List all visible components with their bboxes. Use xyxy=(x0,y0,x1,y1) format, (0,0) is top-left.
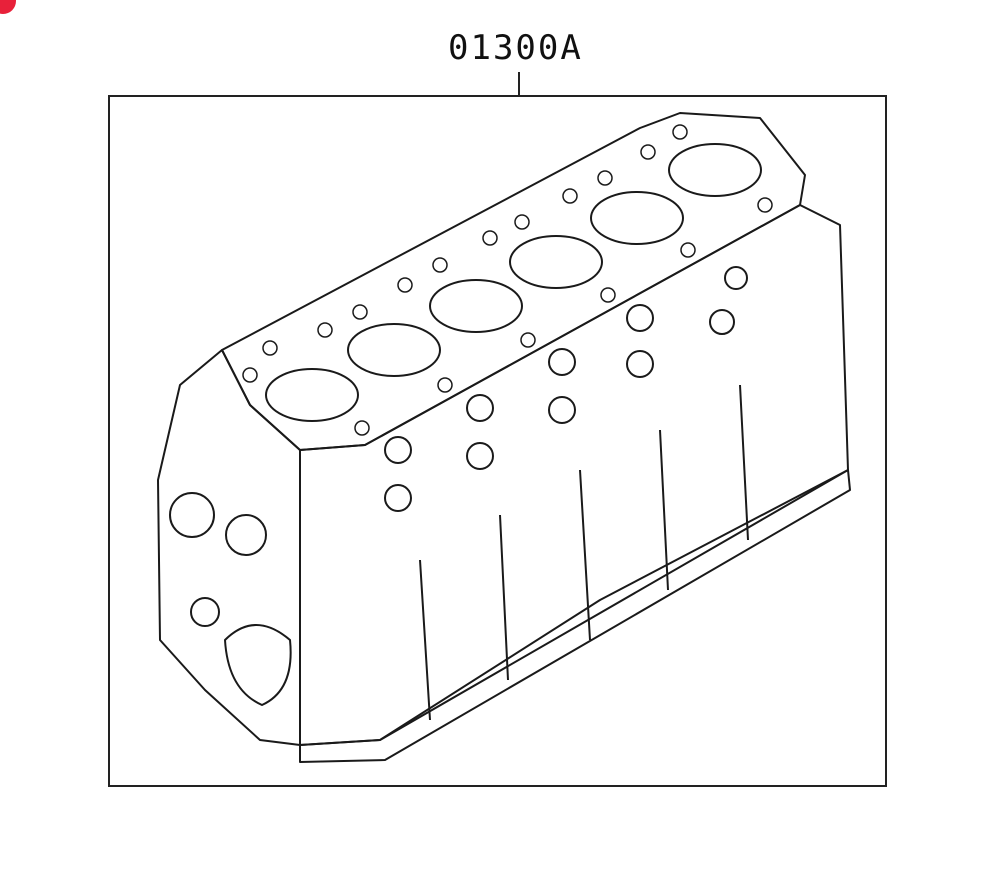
front-boss xyxy=(190,597,220,627)
oil-pan-rail xyxy=(299,469,851,763)
deck-surface xyxy=(221,112,806,451)
cylinder-bores xyxy=(265,143,762,422)
front-seal-bore xyxy=(169,492,215,538)
head-bolt-holes xyxy=(242,124,773,436)
block-front-face xyxy=(157,349,301,746)
part-number-label: 01300A xyxy=(448,28,583,68)
side-ports xyxy=(384,266,748,512)
leader-line xyxy=(518,72,520,96)
diagram-frame xyxy=(108,95,887,787)
front-cover-port xyxy=(225,514,267,556)
crank-bore xyxy=(224,624,292,706)
skirt-ribs xyxy=(419,384,749,721)
